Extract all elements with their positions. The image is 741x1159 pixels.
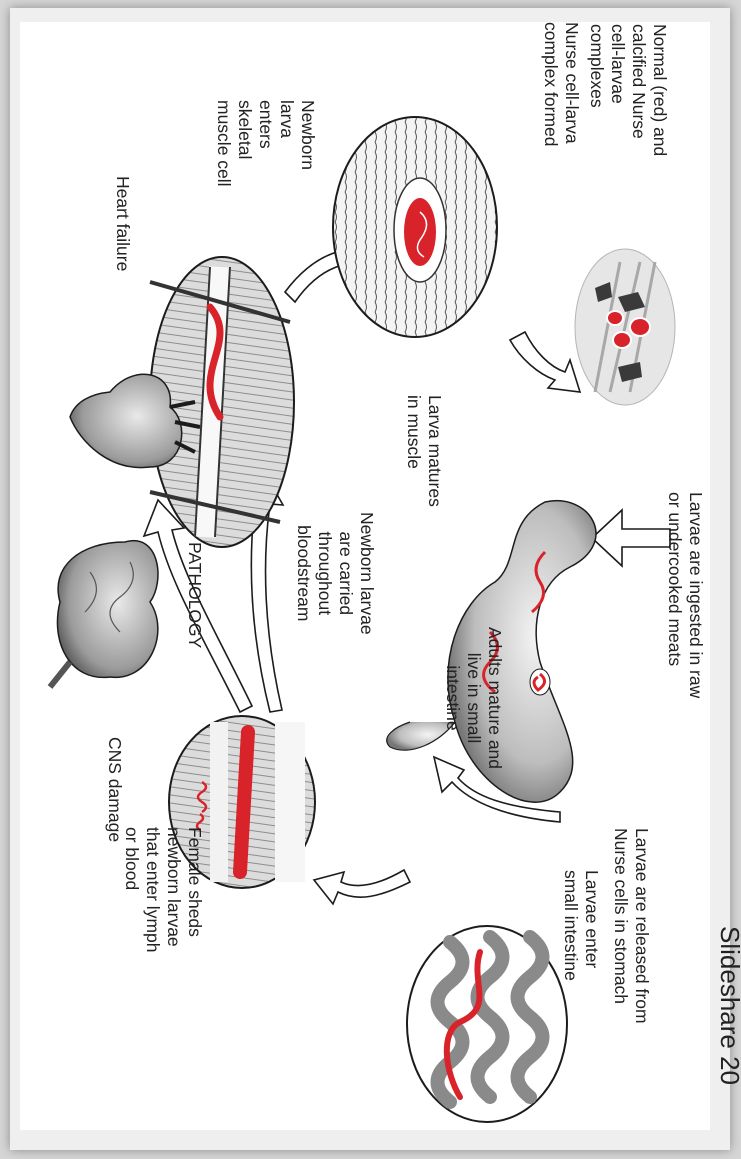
trichinella-life-cycle-diagram: Larvae are ingested in raw or undercooke… bbox=[20, 22, 710, 1130]
arrow-ingest bbox=[592, 510, 670, 566]
label-calcified: Normal (red) and calcified Nurse cell-la… bbox=[586, 24, 670, 156]
label-adults-mature: Adults mature and live in small intestin… bbox=[442, 627, 505, 769]
label-larva-matures: Larva matures in muscle bbox=[403, 395, 445, 507]
label-carried-bloodstream: Newborn larvae are carried throughout bl… bbox=[293, 512, 377, 635]
label-enter-intestine: Larvae enter small intestine bbox=[560, 870, 602, 981]
source-credit: Slideshare 20 bbox=[714, 926, 741, 1085]
arrow-intestine-to-female bbox=[314, 870, 410, 904]
arrow-mature-to-calcified bbox=[510, 332, 580, 392]
label-pathology: PATHOLOGY bbox=[184, 542, 205, 648]
larva-enters-muscle-circle bbox=[150, 257, 294, 547]
label-nurse-complex: Nurse cell-larva complex formed bbox=[540, 22, 582, 147]
larva-matures-circle bbox=[333, 117, 497, 337]
label-heart-failure: Heart failure bbox=[112, 176, 133, 271]
label-ingest: Larvae are ingested in raw or undercooke… bbox=[664, 492, 706, 698]
label-cns-damage: CNS damage bbox=[104, 737, 125, 842]
label-released-stomach: Larvae are released from Nurse cells in … bbox=[610, 828, 652, 1024]
label-enters-muscle: Newborn larva enters skeletal muscle cel… bbox=[213, 100, 318, 187]
small-intestine-circle bbox=[407, 926, 567, 1122]
label-female-sheds: Female sheds newborn larvae that enter l… bbox=[121, 827, 205, 952]
brain-illustration bbox=[50, 541, 158, 687]
calcified-complexes-illustration bbox=[575, 249, 675, 405]
